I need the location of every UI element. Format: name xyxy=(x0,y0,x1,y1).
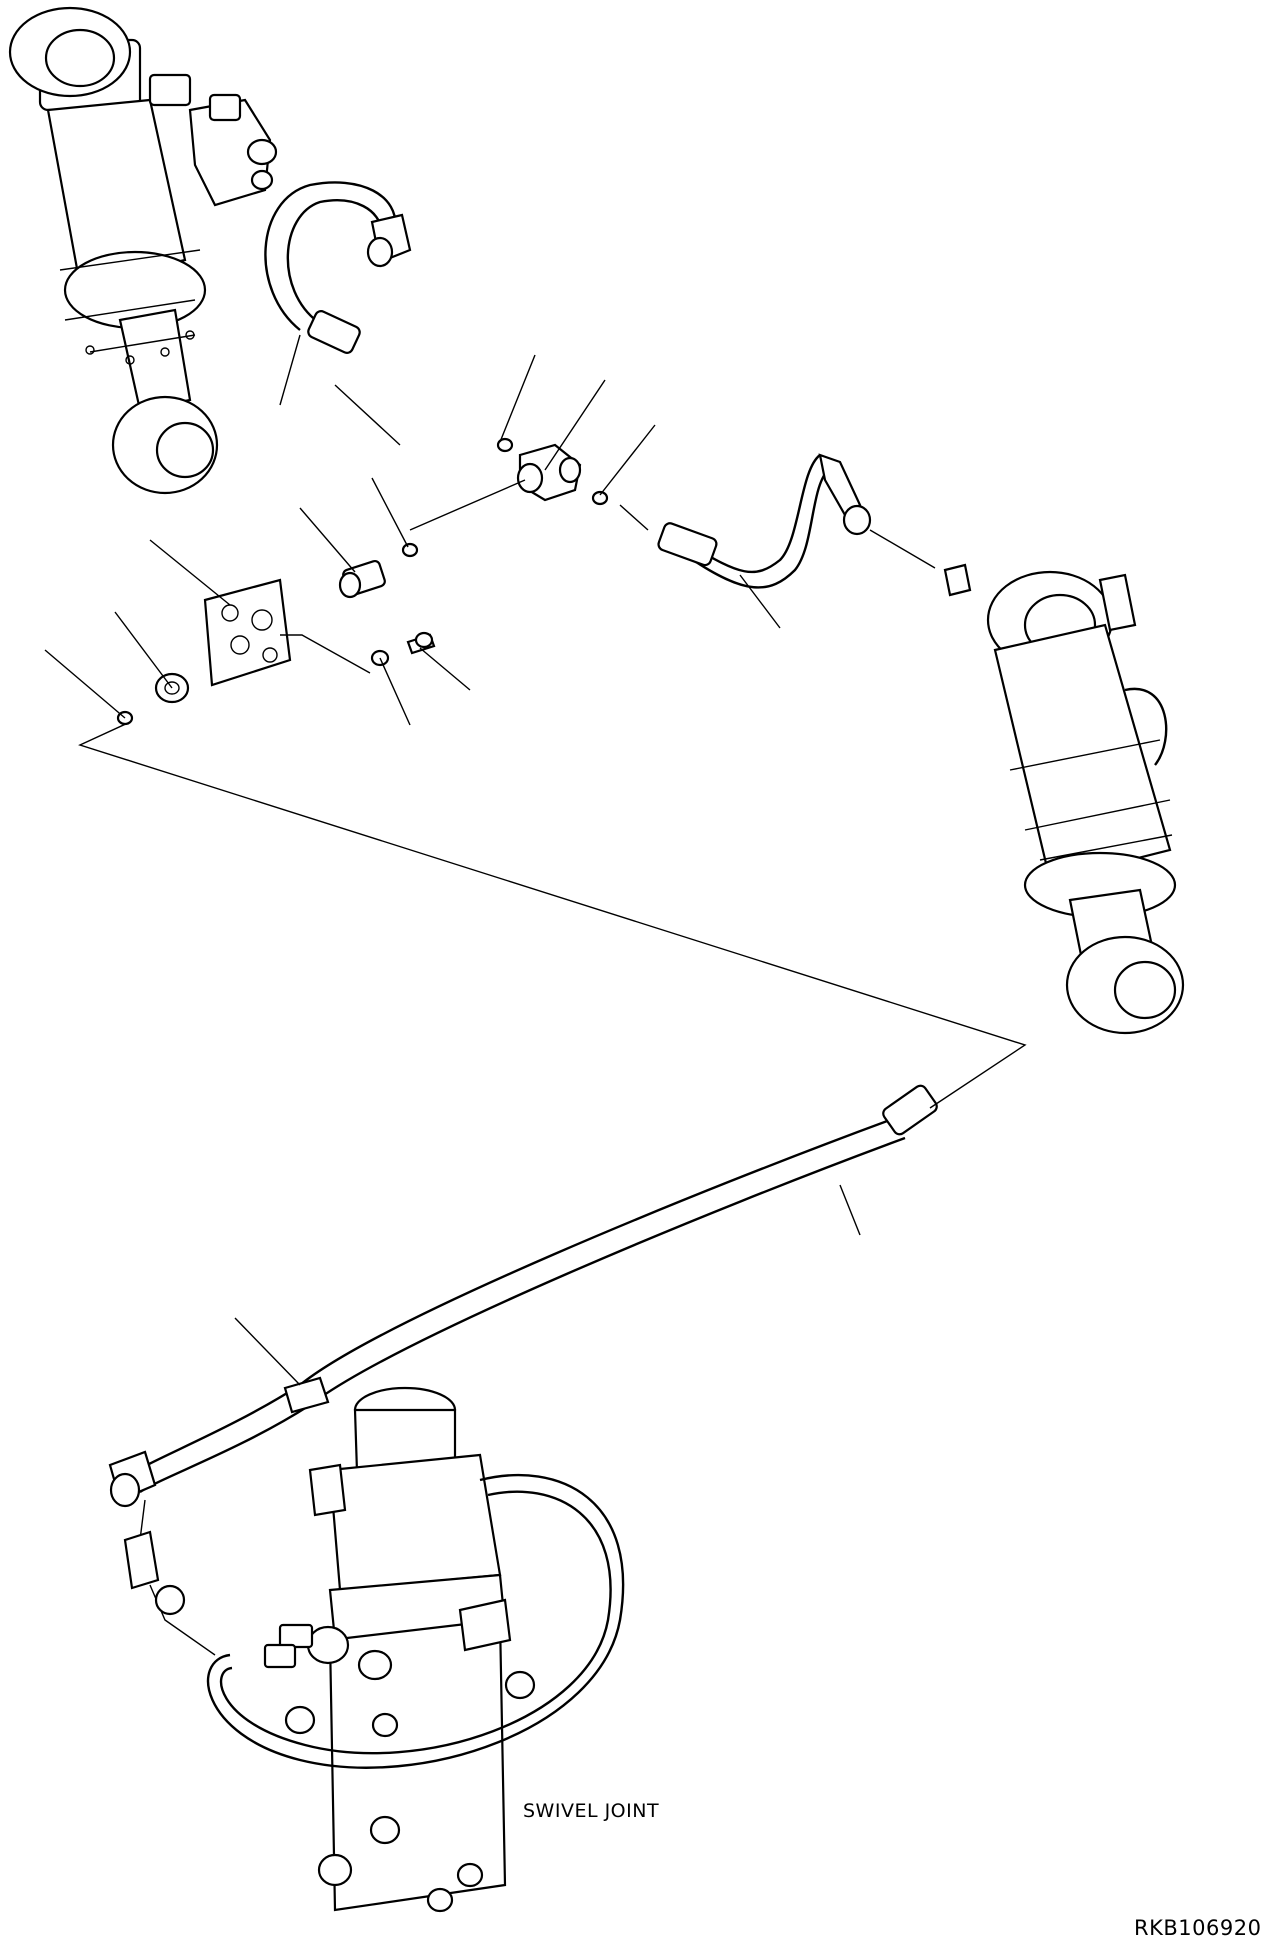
upper-hose-left xyxy=(264,181,412,354)
fittings-group xyxy=(44,334,656,726)
guide-lines xyxy=(78,721,1027,1656)
swivel-joint-label: SWIVEL JOINT xyxy=(523,1800,660,1822)
upper-left-cylinder xyxy=(8,6,278,495)
right-cylinder xyxy=(986,570,1185,1035)
long-hose xyxy=(108,1084,938,1508)
middle-hose-right xyxy=(619,453,972,629)
swivel-joint xyxy=(123,1386,625,1913)
drawing-code-label: RKB106920 xyxy=(1134,1916,1262,1940)
